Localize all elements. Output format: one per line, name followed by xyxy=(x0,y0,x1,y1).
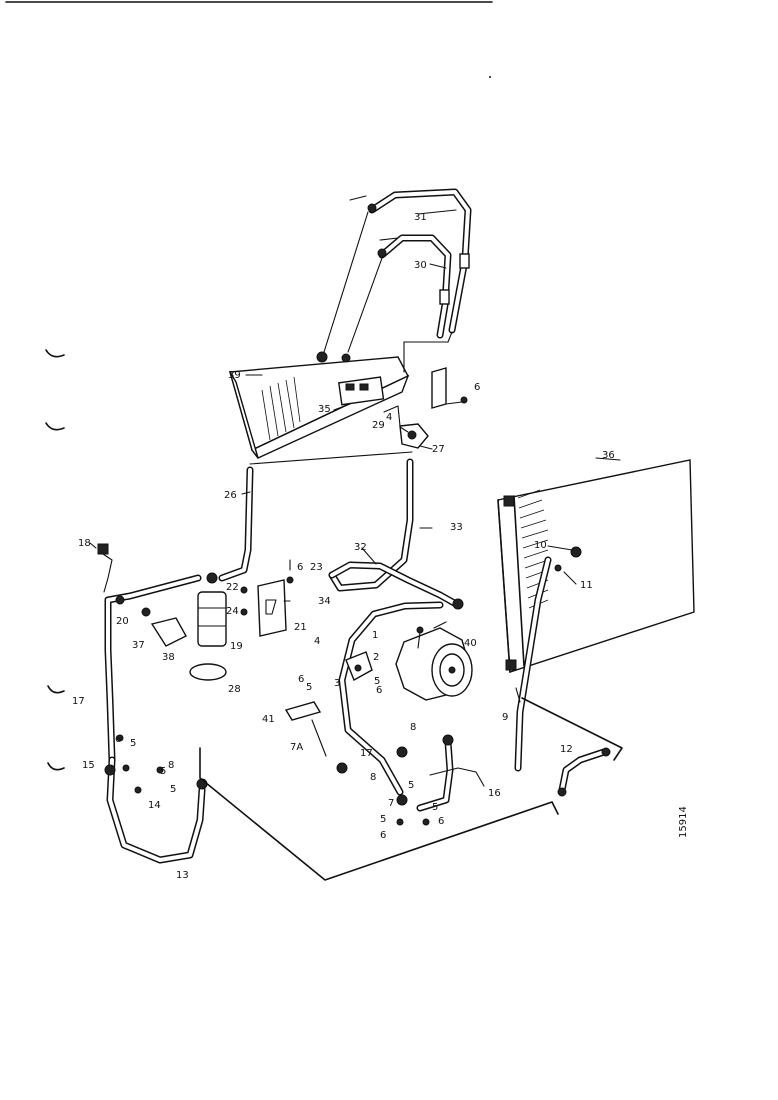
evaporator-fitting xyxy=(341,353,351,363)
callout-label: 8 xyxy=(168,760,174,771)
callout-label: 24 xyxy=(226,606,239,617)
callout-label: 15 xyxy=(82,760,95,771)
callout-label: 10 xyxy=(534,540,547,551)
callout-label: 36 xyxy=(602,450,615,461)
callout-label: 17 xyxy=(360,748,373,759)
drier-bracket xyxy=(257,579,287,637)
receiver-drier xyxy=(197,572,227,647)
callout-label: 5 xyxy=(170,784,176,795)
callout-label: 6 xyxy=(376,685,382,696)
compressor-manifold xyxy=(345,651,373,681)
callout-label: 32 xyxy=(354,542,367,553)
callout-label: 9 xyxy=(502,712,508,723)
binder-mark xyxy=(47,685,65,694)
callout-label: 11 xyxy=(580,580,593,591)
callout-label: 2 xyxy=(373,652,379,663)
callout-label: 40 xyxy=(464,638,477,649)
callout-label: 6 xyxy=(438,816,444,827)
callout-label: 41 xyxy=(262,714,275,725)
scan-dot xyxy=(489,76,491,78)
callout-label: 28 xyxy=(228,684,241,695)
evaporator-housing xyxy=(229,351,410,459)
callout-label: 5 xyxy=(408,780,414,791)
callout-label: 26 xyxy=(224,490,237,501)
callout-label: 6 xyxy=(298,674,304,685)
callout-label: 6 xyxy=(474,382,480,393)
callout-label: 16 xyxy=(488,788,501,799)
pressure-switch xyxy=(141,607,187,647)
callout-label: 29 xyxy=(372,420,385,431)
hose-30 xyxy=(378,234,452,339)
callout-label: 5 xyxy=(380,814,386,825)
callout-label: 20 xyxy=(116,616,129,627)
callout-label: 12 xyxy=(560,744,573,755)
callout-label: 35 xyxy=(318,404,331,415)
callout-label: 5 xyxy=(160,766,166,777)
callout-label: 27 xyxy=(432,444,445,455)
base-outline xyxy=(199,747,559,881)
callout-label: 5 xyxy=(130,738,136,749)
callout-label: 39 xyxy=(228,370,241,381)
compressor xyxy=(395,626,473,701)
sensing-tube xyxy=(383,405,401,427)
hose-15 xyxy=(429,767,485,787)
callout-labels: 1 2 3 4 4 5 5 5 5 5 5 5 5 6 6 6 6 6 6 6 … xyxy=(72,212,615,881)
callout-label: 17 xyxy=(72,696,85,707)
callout-label: 31 xyxy=(414,212,427,223)
evaporator-fitting xyxy=(316,351,328,363)
callout-label: 5 xyxy=(432,802,438,813)
leader-lines xyxy=(89,195,621,703)
callout-label: 8 xyxy=(410,722,416,733)
expansion-valve xyxy=(399,423,429,449)
callout-label: 13 xyxy=(176,870,189,881)
callout-label: 21 xyxy=(294,622,307,633)
callout-label: 18 xyxy=(78,538,91,549)
binder-mark xyxy=(45,349,65,358)
callout-label: 37 xyxy=(132,640,145,651)
base-outline xyxy=(521,697,623,761)
drier-strap xyxy=(189,663,227,681)
callout-label: 22 xyxy=(226,582,239,593)
bracket-41 xyxy=(284,701,322,721)
callout-label: 38 xyxy=(162,652,175,663)
wire-16 xyxy=(99,551,113,593)
callout-label: 7A xyxy=(290,742,303,753)
callout-label: 7 xyxy=(388,798,394,809)
callout-label: 4 xyxy=(314,636,320,647)
callout-label: 6 xyxy=(380,830,386,841)
condenser xyxy=(497,459,695,673)
callout-label: 14 xyxy=(148,800,161,811)
pipe-18 xyxy=(104,574,202,764)
binder-mark xyxy=(47,762,65,771)
callout-label: 8 xyxy=(370,772,376,783)
binder-marks xyxy=(45,349,65,771)
binder-mark xyxy=(45,422,65,431)
callout-label: 6 xyxy=(115,734,121,745)
callout-label: 5 xyxy=(306,682,312,693)
callout-label: 23 xyxy=(310,562,323,573)
callout-label: 34 xyxy=(318,596,331,607)
callout-label: 1 xyxy=(372,630,378,641)
callout-label: 5 xyxy=(374,676,380,687)
figure-number: 15914 xyxy=(678,806,689,838)
mounting-bracket xyxy=(431,367,468,409)
callout-label: 3 xyxy=(334,678,340,689)
callout-label: 33 xyxy=(450,522,463,533)
callout-label: 19 xyxy=(230,641,243,652)
callout-label: 6 xyxy=(297,562,303,573)
callout-label: 4 xyxy=(386,412,392,423)
callout-label: 30 xyxy=(414,260,427,271)
